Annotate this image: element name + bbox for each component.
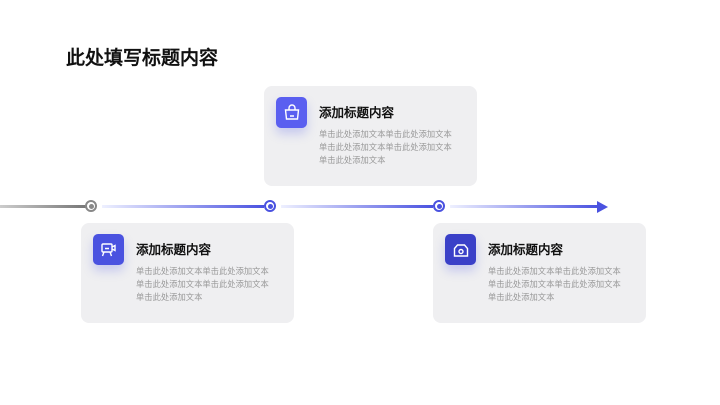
timeline-node: [433, 200, 445, 212]
card-title: 添加标题内容: [319, 105, 395, 120]
basket-icon: [276, 97, 307, 128]
timeline-card: 添加标题内容 单击此处添加文本单击此处添加文本单击此处添加文本单击此处添加文本单…: [433, 223, 646, 323]
timeline-start-segment: [0, 205, 86, 208]
card-text: 单击此处添加文本单击此处添加文本单击此处添加文本单击此处添加文本单击此处添加文本: [488, 266, 621, 302]
card-title: 添加标题内容: [488, 242, 564, 257]
presentation-icon: [93, 234, 124, 265]
timeline-card: 添加标题内容 单击此处添加文本单击此处添加文本单击此处添加文本单击此处添加文本单…: [264, 86, 477, 186]
page-title: 此处填写标题内容: [66, 47, 219, 69]
timeline-segment: [281, 205, 433, 208]
card-title: 添加标题内容: [136, 242, 212, 257]
timeline-segment: [450, 205, 598, 208]
timeline-node: [85, 200, 97, 212]
card-text: 单击此处添加文本单击此处添加文本单击此处添加文本单击此处添加文本单击此处添加文本: [319, 129, 452, 165]
timeline-card: 添加标题内容 单击此处添加文本单击此处添加文本单击此处添加文本单击此处添加文本单…: [81, 223, 294, 323]
arrow-head-icon: [597, 201, 608, 213]
timeline-node: [264, 200, 276, 212]
camera-icon: [445, 234, 476, 265]
card-text: 单击此处添加文本单击此处添加文本单击此处添加文本单击此处添加文本单击此处添加文本: [136, 266, 269, 302]
timeline-segment: [102, 205, 264, 208]
